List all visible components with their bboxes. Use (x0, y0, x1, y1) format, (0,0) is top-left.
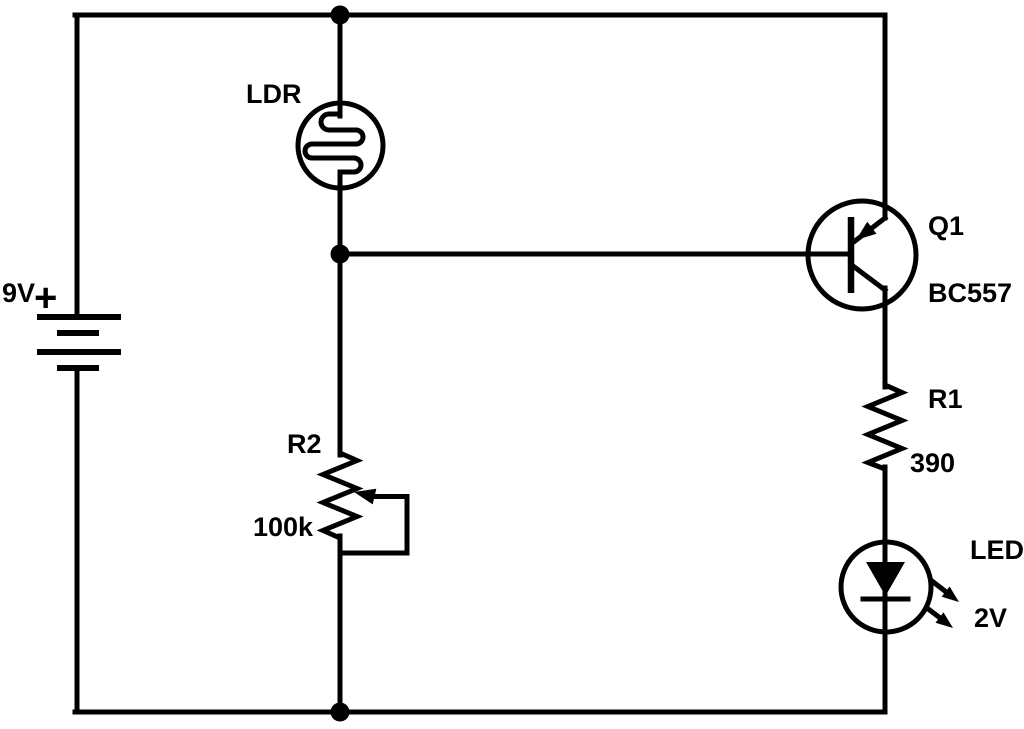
transistor-circle (805, 198, 919, 312)
battery-plus-sign: + (34, 276, 57, 320)
q1-designator-label: Q1 (928, 211, 964, 241)
led-circle (838, 539, 934, 635)
r1-zigzag (861, 382, 909, 472)
ldr-label: LDR (246, 79, 302, 109)
led-label: LED (970, 535, 1024, 565)
junction-dot-top (330, 5, 350, 25)
led-symbol (838, 539, 959, 635)
led-emission-arrow-1-head (941, 586, 959, 602)
ldr-meander (302, 111, 366, 175)
r2-wiper-wire (339, 494, 410, 556)
r2-value-label: 100k (253, 512, 314, 542)
resistor-r1-symbol (861, 382, 909, 472)
led-voltage-label: 2V (974, 603, 1007, 633)
junction-dot-base (330, 244, 350, 264)
led-diode-triangle (866, 562, 905, 596)
led-emission-arrow-2-head (935, 612, 953, 628)
transistor-collector-lead (849, 262, 889, 294)
transistor-emitter-arrowhead (856, 221, 877, 240)
r1-value-label: 390 (910, 448, 955, 478)
r2-zigzag (316, 450, 364, 541)
junction-dots (330, 5, 350, 722)
junction-dot-bottom (330, 702, 350, 722)
q1-part-number-label: BC557 (928, 278, 1012, 308)
battery-symbol (37, 314, 121, 371)
ldr-symbol (295, 100, 386, 191)
ldr-circle (295, 100, 386, 191)
transistor-q1-symbol (805, 198, 919, 312)
led-emission-arrows (923, 577, 959, 628)
potentiometer-r2-symbol (316, 450, 410, 556)
r1-designator-label: R1 (928, 384, 963, 414)
r2-designator-label: R2 (287, 429, 322, 459)
r2-wiper-arrowhead (354, 488, 377, 505)
wires (72, 12, 888, 715)
battery-voltage-label: 9V (2, 278, 35, 308)
